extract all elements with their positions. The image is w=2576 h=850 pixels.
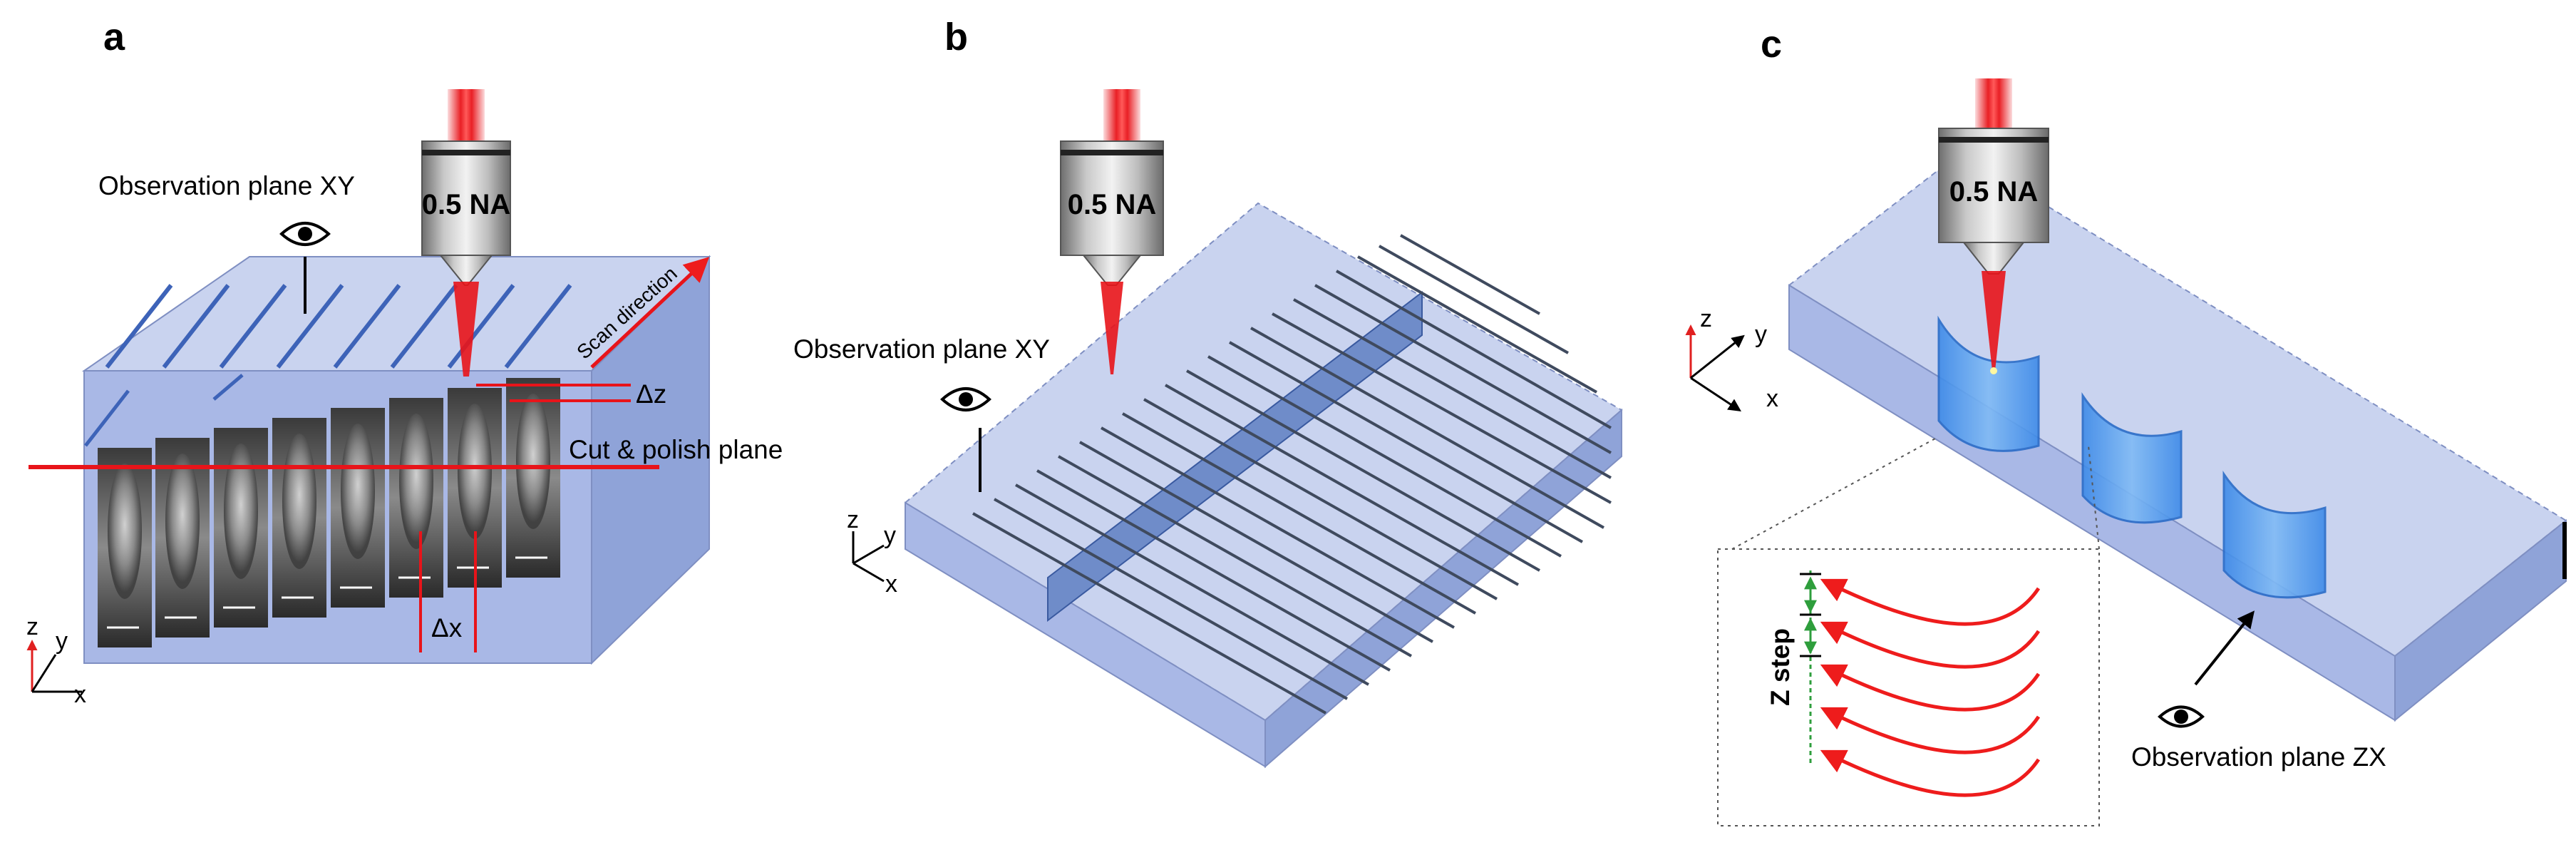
panel-b-eye-icon	[940, 387, 991, 492]
panel-c-pockets	[1937, 315, 2327, 599]
panel-b-axis-x: x	[885, 570, 897, 598]
panel-a-dz-marks	[476, 384, 631, 402]
panel-c-observation-label: Observation plane ZX	[2131, 742, 2386, 772]
sem-tile	[506, 378, 560, 578]
panel-b-objective: 0.5 NA	[1060, 89, 1164, 374]
panel-c-label: c	[1761, 23, 1782, 66]
panel-a-scan-arrow	[590, 257, 710, 369]
panel-c-arc-arrows	[1820, 578, 2041, 797]
panel-b-axis-y: y	[884, 522, 896, 549]
panel-c-z-step-marker	[1800, 570, 1821, 767]
panel-c-axis-x: x	[1766, 385, 1778, 412]
panel-b-axes: z y x	[847, 506, 897, 598]
panel-b-label: b	[944, 16, 968, 58]
sem-tile	[272, 418, 326, 618]
panel-a-scan-lines	[105, 284, 572, 369]
panel-c-objective-label: 0.5 NA	[1949, 176, 2039, 208]
panel-a-dx-label: Δx	[431, 613, 463, 642]
sem-tile	[331, 408, 385, 608]
panel-a-axes: z y x	[26, 613, 86, 708]
sem-tile	[155, 438, 210, 638]
panel-a-objective: 0.5 NA	[421, 89, 511, 377]
panel-b-slab-top	[904, 202, 1623, 722]
panel-c-axis-y: y	[1755, 321, 1767, 348]
panel-a-dx-marks	[419, 531, 477, 652]
panel-a-axis-y: y	[56, 628, 68, 655]
panel-a-axis-x: x	[74, 681, 86, 708]
pocket	[1937, 315, 2040, 452]
sem-tile	[98, 448, 152, 647]
panel-b-observation-label: Observation plane XY	[793, 334, 1050, 364]
panel-a-axis-z: z	[26, 613, 38, 640]
panel-a-cut-polish-label: Cut & polish plane	[569, 435, 783, 464]
panel-a-objective-label: 0.5 NA	[422, 189, 511, 220]
panel-a-eye-icon	[279, 222, 331, 314]
panel-c-z-step-label: Z step	[1766, 628, 1795, 706]
sem-tile	[389, 398, 443, 598]
panel-c-axes: z y x	[1685, 305, 1778, 412]
panel-a-label: a	[103, 16, 125, 58]
panel-c: c 0.5 NA z y x	[1685, 23, 2567, 826]
panel-b-lines	[972, 234, 1612, 715]
pocket	[2081, 392, 2183, 524]
pocket	[2222, 471, 2327, 599]
panel-c-eye-icon	[2158, 705, 2205, 728]
panel-a-inner-lines	[84, 374, 244, 447]
panel-a-dz-label: Δz	[636, 379, 666, 409]
panel-c-bar-side	[2394, 518, 2567, 722]
panel-c-axis-z: z	[1700, 305, 1712, 332]
panel-b: b	[793, 16, 1623, 769]
panel-c-objective: 0.5 NA	[1938, 78, 2049, 374]
panel-b-objective-label: 0.5 NA	[1068, 189, 1157, 220]
panel-c-pointer-arrow	[2194, 610, 2255, 686]
panel-b-cross-section	[1047, 290, 1423, 623]
panel-a: a	[26, 16, 783, 708]
panel-a-observation-label: Observation plane XY	[98, 171, 355, 200]
sem-tile	[214, 428, 268, 628]
panel-b-axis-z: z	[847, 506, 859, 533]
